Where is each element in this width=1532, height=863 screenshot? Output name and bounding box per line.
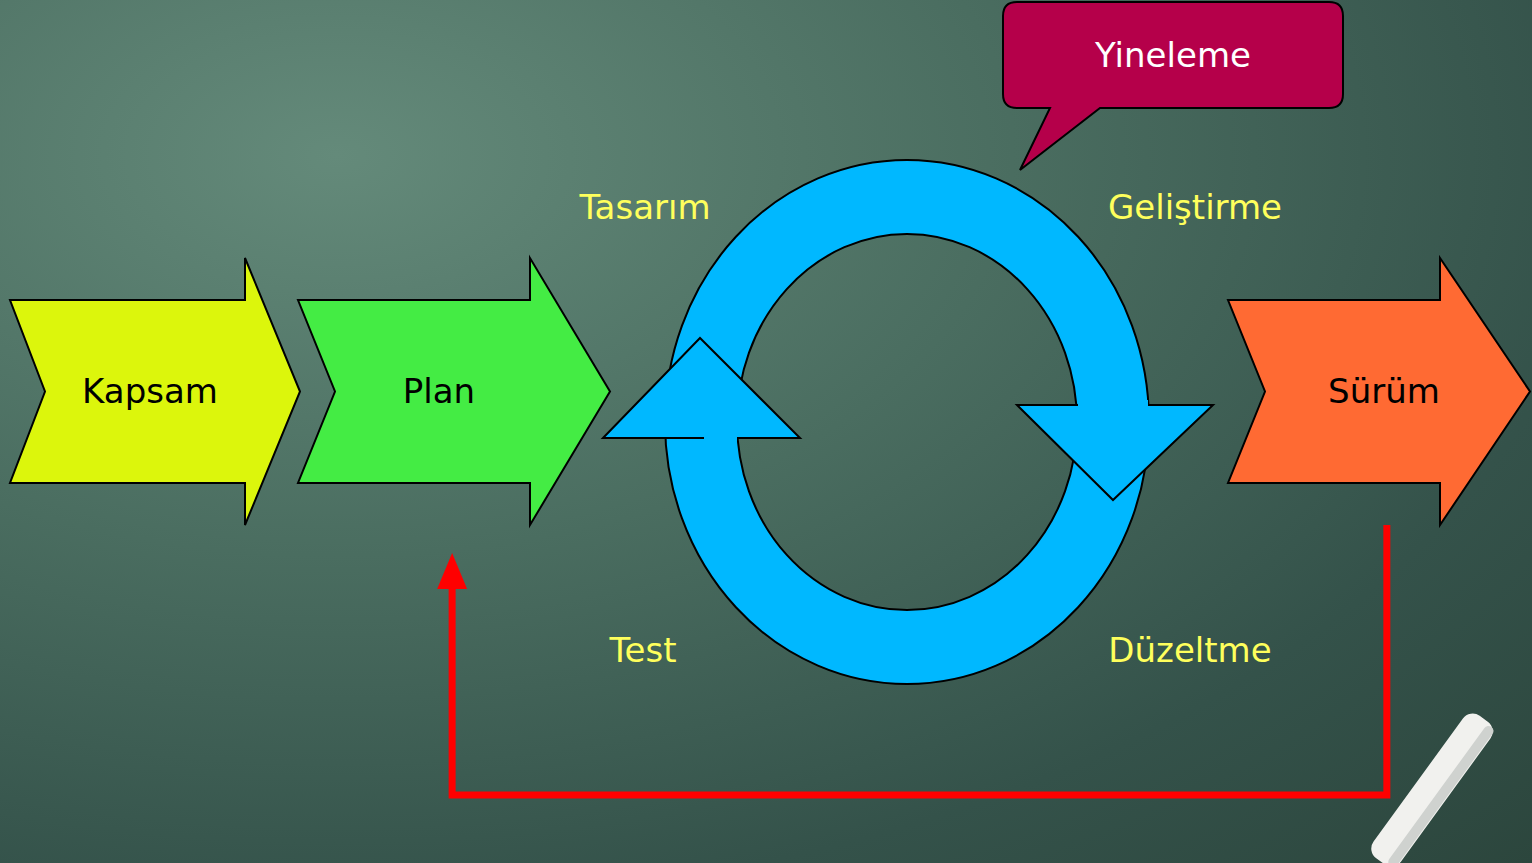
release-arrow: Sürüm: [1228, 258, 1530, 525]
cycle-arrowhead: [603, 338, 800, 438]
node-text: Sürüm: [1328, 371, 1440, 412]
plan-arrow: Plan: [298, 258, 610, 525]
node-body: Plan: [298, 258, 610, 525]
phase-label: Tasarım: [579, 187, 710, 228]
cycle-patch: [1078, 400, 1148, 407]
scope-arrow: Kapsam: [10, 258, 300, 525]
cycle-arrowhead: [1017, 405, 1213, 500]
node-text: Kapsam: [82, 371, 218, 412]
feedback-arrow: [452, 525, 1387, 795]
release-arrow-fill: [1228, 258, 1530, 525]
phase-label: Geliştirme: [1108, 187, 1282, 228]
cycle-patch: [704, 436, 737, 442]
chalk-shade: [1386, 724, 1495, 863]
cycle-ring: [603, 160, 1213, 684]
scope-arrow-fill: [10, 258, 300, 525]
phase-label: Düzeltme: [1108, 630, 1271, 671]
phase-label: Test: [610, 630, 677, 671]
node-text: Plan: [403, 371, 475, 412]
callout-bubble: Yineleme: [1003, 2, 1343, 108]
node-text: Yineleme: [1095, 35, 1251, 76]
node-body: Yineleme: [1003, 2, 1343, 108]
node-body: Sürüm: [1228, 258, 1530, 525]
callout-bubble-fill: [1003, 2, 1343, 170]
plan-arrow-fill: [298, 258, 610, 525]
node-body: Kapsam: [10, 258, 300, 525]
